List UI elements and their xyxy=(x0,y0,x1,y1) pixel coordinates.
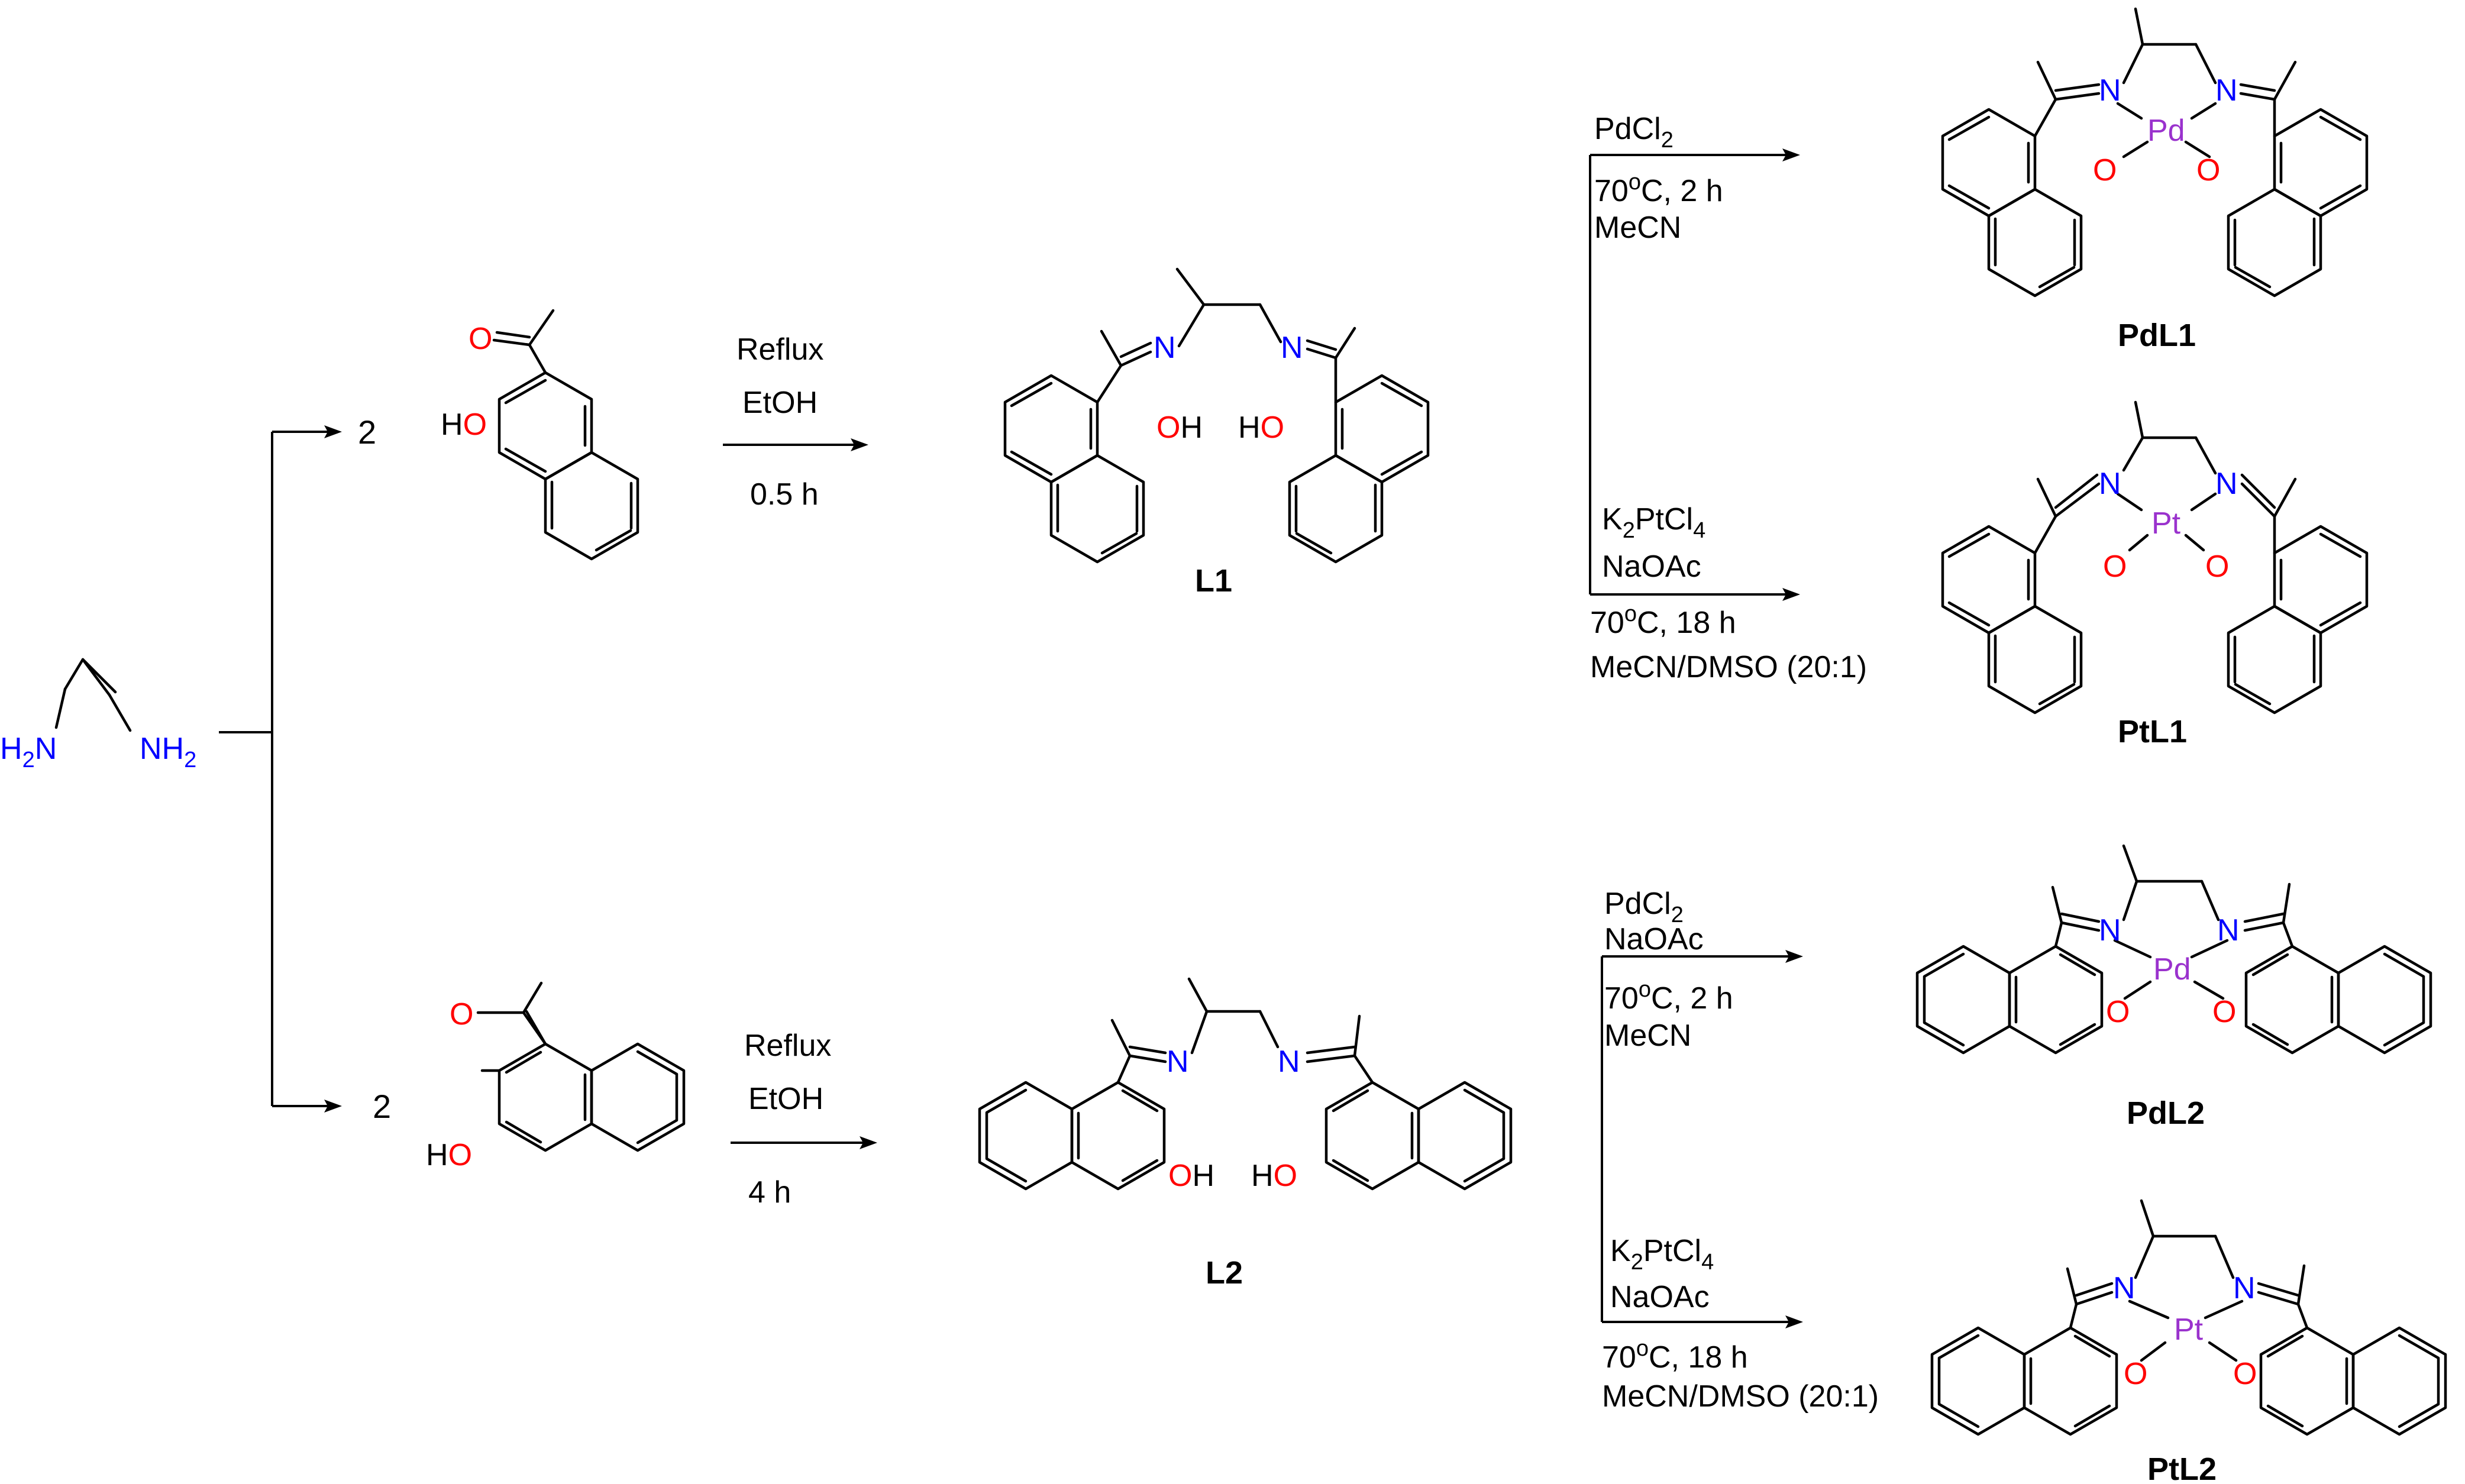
ptl2-solvent: MeCN/DMSO (20:1) xyxy=(1602,1379,1879,1414)
l1-oh-left: OH xyxy=(1156,410,1203,445)
pdl2-o-right: O xyxy=(2212,995,2236,1029)
ptl2-temp: 70oC, 18 h xyxy=(1602,1336,1748,1375)
ptl2-n-right: N xyxy=(2233,1271,2256,1305)
ptl2-base: NaOAc xyxy=(1610,1280,1710,1314)
ketone-1-substituents: O HO xyxy=(441,309,555,442)
l2-cond-line2: EtOH xyxy=(748,1082,823,1116)
ketone-1-carbonyl-o: O xyxy=(469,322,492,356)
ptl1-reagent: K2PtCl4 xyxy=(1602,502,1705,543)
ligand-l1-label: L1 xyxy=(1195,563,1232,599)
pdl1-n-left: N xyxy=(2099,73,2121,108)
diamine-structure: H2N NH2 xyxy=(0,658,196,772)
arrow-to-l2: Reflux EtOH 4 h xyxy=(731,1029,877,1210)
ligand-l2-structure: N N OH HO xyxy=(980,977,1511,1193)
arrow-to-l1: Reflux EtOH 0.5 h xyxy=(723,332,868,512)
l1-cond-line2: EtOH xyxy=(742,386,818,420)
ptl1-temp: 70oC, 18 h xyxy=(1590,602,1736,640)
pdl2-n-left: N xyxy=(2099,913,2121,948)
pdl2-metal: Pd xyxy=(2153,952,2191,987)
ketone-2-hydroxyl: HO xyxy=(426,1138,472,1172)
pdl2-n-right: N xyxy=(2217,913,2240,948)
pdl1-structure: N N Pd O O xyxy=(1943,7,2367,296)
arrows-l1-to-complexes xyxy=(1589,148,1800,601)
ptl2-n-left: N xyxy=(2113,1271,2136,1305)
bottom-coefficient: 2 xyxy=(373,1088,391,1125)
pdl2-structure: N N Pd O O xyxy=(1917,844,2431,1053)
ptl1-o-left: O xyxy=(2103,549,2127,584)
pdl2-label: PdL2 xyxy=(2127,1095,2205,1131)
pdl1-metal: Pd xyxy=(2147,114,2185,148)
l2-n-right: N xyxy=(1278,1045,1300,1079)
ligand-l1-structure: N N OH HO xyxy=(1005,267,1428,562)
top-coefficient: 2 xyxy=(358,413,376,451)
ptl1-base: NaOAc xyxy=(1602,549,1701,584)
ptl2-o-right: O xyxy=(2233,1357,2257,1391)
branch-arrows xyxy=(219,425,342,1113)
ptl1-n-left: N xyxy=(2099,467,2121,501)
l1-n-right: N xyxy=(1281,331,1303,365)
l1-cond-line3: 0.5 h xyxy=(750,477,819,512)
ptl2-reagent: K2PtCl4 xyxy=(1610,1234,1714,1275)
pdl2-solvent: MeCN xyxy=(1604,1019,1691,1053)
ptl1-label: PtL1 xyxy=(2118,714,2187,749)
ptl1-o-right: O xyxy=(2205,549,2229,584)
ketone-1-hydroxy-2-acetonaphthone xyxy=(499,373,638,559)
diamine-left-amine: H2N xyxy=(0,732,57,772)
pdl2-base: NaOAc xyxy=(1604,922,1704,956)
ptl2-o-left: O xyxy=(2124,1357,2147,1391)
ptl1-structure: N N Pt O O xyxy=(1943,400,2367,713)
l2-cond-line1: Reflux xyxy=(744,1029,831,1063)
pdl1-n-right: N xyxy=(2215,73,2238,108)
ketone-2-acetyl-shown: O HO xyxy=(426,981,547,1172)
pdl1-temp: 70oC, 2 h xyxy=(1594,170,1723,208)
pdl1-o-left: O xyxy=(2093,153,2117,187)
ptl1-metal: Pt xyxy=(2151,506,2181,541)
l2-oh-right: HO xyxy=(1251,1159,1297,1193)
l2-oh-left: OH xyxy=(1168,1159,1214,1193)
pdl2-o-left: O xyxy=(2106,995,2130,1029)
pdl1-label: PdL1 xyxy=(2118,318,2196,353)
ptl1-solvent: MeCN/DMSO (20:1) xyxy=(1590,650,1867,684)
diamine-right-amine: NH2 xyxy=(140,732,196,772)
ptl1-n-right: N xyxy=(2215,467,2238,501)
l1-cond-line1: Reflux xyxy=(736,332,823,367)
pdl1-reagent: PdCl2 xyxy=(1594,112,1674,153)
ketone-2-hydroxy-1-acetonaphthone xyxy=(499,1044,684,1150)
ketone-1-hydroxyl: HO xyxy=(441,408,487,442)
ligand-l2-label: L2 xyxy=(1206,1255,1243,1291)
ptl2-structure: N N Pt O O xyxy=(1932,1199,2445,1434)
pdl2-temp: 70oC, 2 h xyxy=(1604,977,1733,1016)
pdl1-solvent: MeCN xyxy=(1594,211,1681,245)
l2-cond-line3: 4 h xyxy=(748,1175,791,1210)
l1-oh-right: HO xyxy=(1238,410,1284,445)
ptl2-metal: Pt xyxy=(2174,1312,2204,1347)
l1-n-left: N xyxy=(1154,331,1176,365)
pdl1-o-right: O xyxy=(2196,153,2220,187)
arrows-l2-to-complexes xyxy=(1601,950,1803,1328)
ptl2-label: PtL2 xyxy=(2147,1451,2217,1484)
pdl2-reagent: PdCl2 xyxy=(1604,887,1684,927)
l2-n-left: N xyxy=(1167,1045,1189,1079)
ketone-2-carbonyl-o: O xyxy=(450,997,473,1032)
